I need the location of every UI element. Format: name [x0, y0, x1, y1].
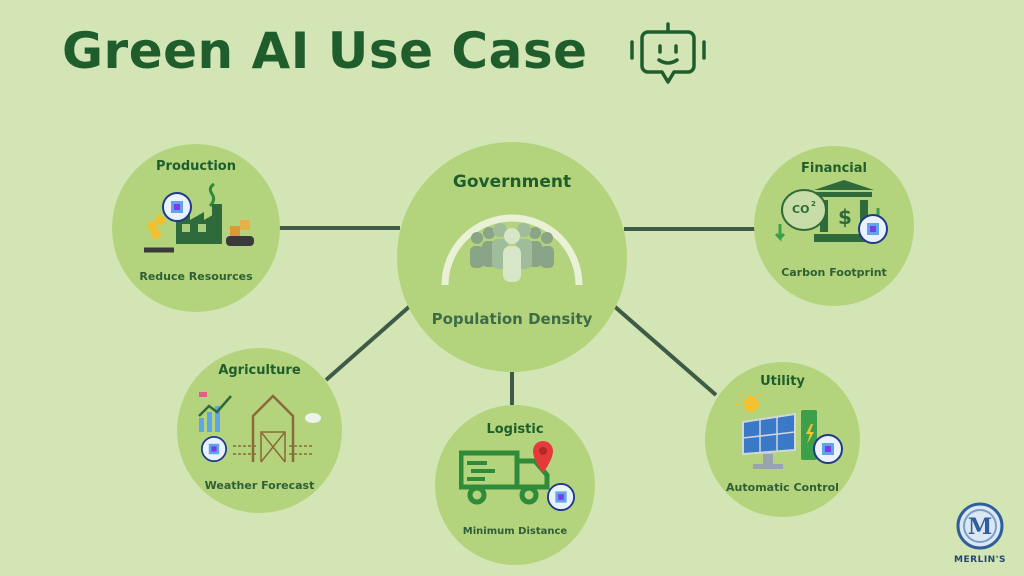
node-production-label: Production	[112, 159, 280, 174]
connector-utility	[614, 306, 716, 395]
ai-chip-head-icon	[547, 483, 575, 511]
ai-chip-head-icon	[201, 436, 227, 462]
node-financial-subtitle: Carbon Footprint	[754, 266, 914, 279]
factory-icon	[136, 180, 256, 260]
node-logistic[interactable]: Logistic Minimum Distance	[435, 405, 595, 565]
node-agriculture-label: Agriculture	[177, 363, 342, 378]
svg-text:M: M	[968, 514, 992, 540]
ai-chip-head-icon	[162, 192, 192, 222]
node-agriculture[interactable]: Agriculture Weather Forecast	[177, 348, 342, 513]
node-government-label: Government	[397, 172, 627, 192]
svg-text:CO: CO	[792, 203, 809, 216]
node-financial[interactable]: Financial $ CO 2 Carbon Footprint	[754, 146, 914, 306]
node-agriculture-subtitle: Weather Forecast	[177, 479, 342, 492]
node-government-subtitle: Population Density	[397, 310, 627, 328]
ai-chip-head-icon	[813, 434, 843, 464]
node-production[interactable]: Production Reduce Resources	[112, 144, 280, 312]
ai-chip-head-icon	[858, 214, 888, 244]
node-logistic-subtitle: Minimum Distance	[435, 526, 595, 537]
logo-text: MERLIN'S	[940, 555, 1020, 565]
crowd-icon	[437, 200, 587, 300]
node-production-subtitle: Reduce Resources	[112, 270, 280, 283]
svg-text:$: $	[838, 205, 852, 229]
svg-text:2: 2	[811, 200, 816, 208]
node-utility-subtitle: Automatic Control	[705, 481, 860, 494]
node-logistic-label: Logistic	[435, 422, 595, 437]
node-financial-label: Financial	[754, 161, 914, 176]
node-utility-label: Utility	[705, 374, 860, 389]
node-utility[interactable]: Utility Automatic Control	[705, 362, 860, 517]
node-government[interactable]: Government Population Density	[397, 142, 627, 372]
